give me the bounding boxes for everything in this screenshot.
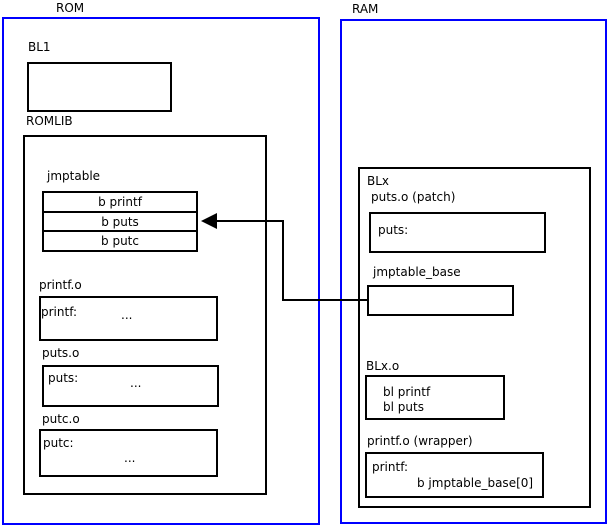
romlib-box — [23, 135, 267, 495]
puts-o-box — [42, 365, 219, 407]
ram-region-label: RAM — [352, 2, 379, 16]
jmptable-label: jmptable — [47, 169, 101, 183]
rom-region-label: ROM — [56, 1, 85, 15]
printf-wrapper-symbol: printf: — [372, 460, 409, 474]
printf-wrapper-instruction: b jmptable_base[0] — [417, 476, 534, 490]
puts-o-label: puts.o — [42, 346, 80, 360]
putc-body-ellipsis: ... — [124, 451, 136, 465]
blx-box — [358, 167, 591, 508]
blx-o-label: BLx.o — [366, 359, 400, 373]
jmptable-box: b printf b puts b putc — [42, 191, 198, 252]
printf-wrapper-label: printf.o (wrapper) — [367, 434, 473, 448]
puts-symbol: puts: — [48, 371, 79, 385]
jmptable-entry-printf: b printf — [98, 194, 142, 209]
blx-o-instruction-bl-printf: bl printf — [383, 385, 431, 399]
printf-o-box — [39, 296, 218, 341]
printf-body-ellipsis: ... — [121, 308, 133, 322]
romlib-label: ROMLIB — [26, 114, 73, 128]
jmptable-entry-puts: b puts — [44, 210, 196, 231]
blx-o-instruction-bl-puts: bl puts — [383, 400, 424, 414]
puts-patch-label: puts.o (patch) — [371, 190, 456, 204]
printf-symbol: printf: — [41, 305, 78, 319]
bl1-label: BL1 — [28, 40, 51, 54]
jmptable-entry-putc: b putc — [44, 230, 196, 250]
printf-o-label: printf.o — [39, 278, 82, 292]
blx-o-box: bl printf bl puts — [365, 375, 505, 420]
putc-o-box — [39, 429, 218, 477]
puts-body-ellipsis: ... — [130, 376, 142, 390]
blx-label: BLx — [367, 174, 390, 188]
printf-wrapper-box — [365, 452, 544, 498]
puts-patch-box — [369, 212, 546, 253]
puts-patch-symbol: puts: — [378, 223, 409, 237]
putc-o-label: putc.o — [42, 412, 80, 426]
jmptable-base-box — [367, 285, 514, 316]
putc-symbol: putc: — [43, 436, 74, 450]
bl1-box — [27, 62, 172, 112]
jmptable-base-label: jmptable_base — [373, 265, 461, 279]
